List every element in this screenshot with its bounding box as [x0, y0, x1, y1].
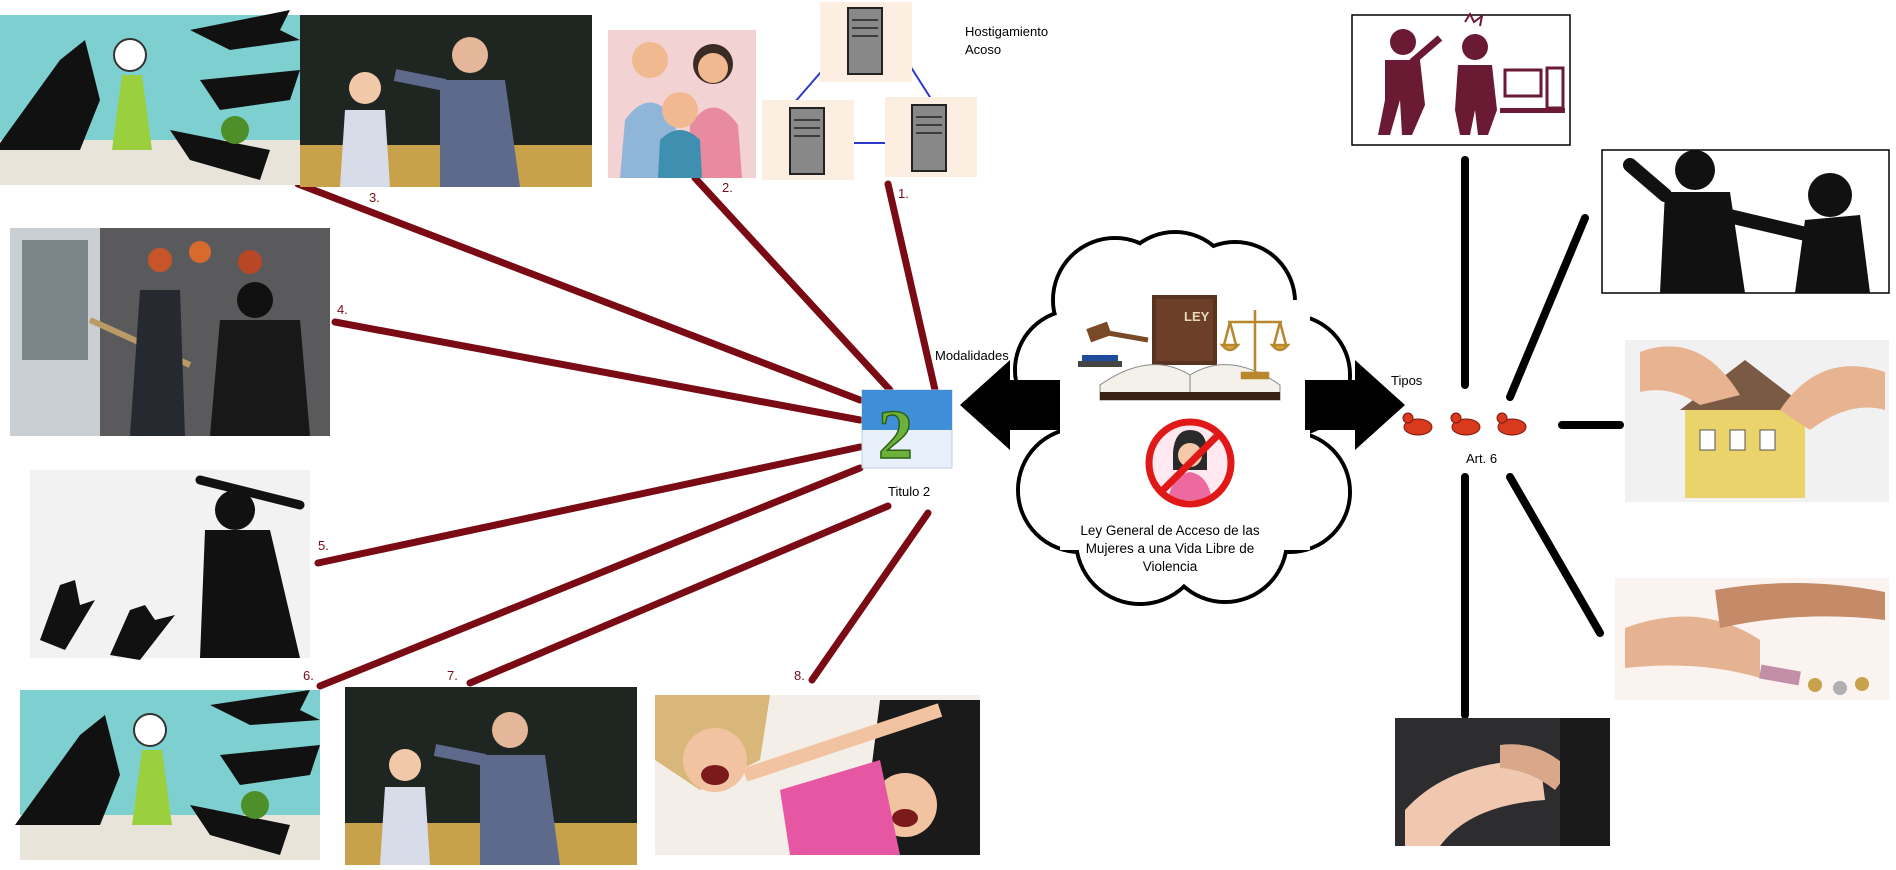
- number-4: 4.: [337, 302, 348, 317]
- connector-6: [316, 464, 864, 690]
- economic-violence-image: [1615, 578, 1889, 700]
- teacher-aggression-image-top: [300, 15, 592, 187]
- law-book-icon: LEY: [1099, 295, 1281, 401]
- tipos-label: Tipos: [1391, 373, 1423, 388]
- modalidades-label: Modalidades: [935, 348, 1009, 363]
- titulo-2-label: Titulo 2: [888, 484, 931, 499]
- teacher-aggression-image-bottom: [345, 687, 637, 865]
- book-label: LEY: [1184, 309, 1210, 324]
- number-5: 5.: [318, 538, 329, 553]
- connector-4: [331, 318, 864, 424]
- modalities-header-line1: Hostigamiento: [965, 24, 1049, 39]
- number-7: 7.: [447, 668, 458, 683]
- law-title-line2: Mujeres a una Vida Libre de: [1085, 541, 1255, 556]
- right-arrow: [1305, 360, 1405, 450]
- psychological-violence-icon: [1351, 11, 1571, 146]
- modalidades-connectors: [294, 174, 939, 690]
- patrimonial-violence-image: [1625, 340, 1889, 502]
- police-violence-image: [30, 470, 310, 660]
- riot-image: [10, 228, 330, 436]
- physical-violence-image: [1601, 149, 1890, 294]
- network-servers-icon: [762, 2, 977, 180]
- law-title-line3: Violencia: [1142, 559, 1198, 574]
- connector-2: [691, 174, 894, 394]
- art-6-label: Art. 6: [1466, 451, 1498, 466]
- law-title: Ley General de Acceso de las Mujeres a u…: [1065, 522, 1275, 576]
- modalities-header-line2: Acoso: [965, 42, 1002, 57]
- number-8: 8.: [794, 668, 805, 683]
- connector-1: [884, 180, 939, 394]
- spoke-fisica: [1506, 214, 1589, 401]
- workplace-harassment-image-bottom: [15, 690, 320, 860]
- family-argument-image: [608, 30, 756, 178]
- number-3: 3.: [369, 190, 380, 205]
- spoke-economica: [1506, 473, 1604, 637]
- number-2: 2.: [722, 180, 733, 195]
- svg-text:2: 2: [878, 397, 913, 474]
- law-title-line1: Ley General de Acceso de las: [1080, 523, 1260, 538]
- connector-7: [466, 502, 892, 687]
- hair-pulling-image: [655, 695, 980, 855]
- connector-5: [314, 443, 864, 567]
- number-6: 6.: [303, 668, 314, 683]
- sexual-violence-image: [1395, 718, 1610, 846]
- titulo-2-logo: 2: [861, 389, 953, 475]
- tipos-spokes: [1461, 156, 1624, 719]
- left-arrow: [960, 360, 1060, 450]
- workplace-harassment-image-top: [0, 10, 300, 185]
- art-6-icons: [1402, 412, 1527, 436]
- no-violence-woman-icon: [1145, 418, 1235, 508]
- scales-icon: [1219, 310, 1291, 380]
- gavel-icon: [1078, 321, 1149, 367]
- number-1: 1.: [898, 186, 909, 201]
- connector-8: [808, 509, 932, 684]
- connector-3: [294, 180, 864, 404]
